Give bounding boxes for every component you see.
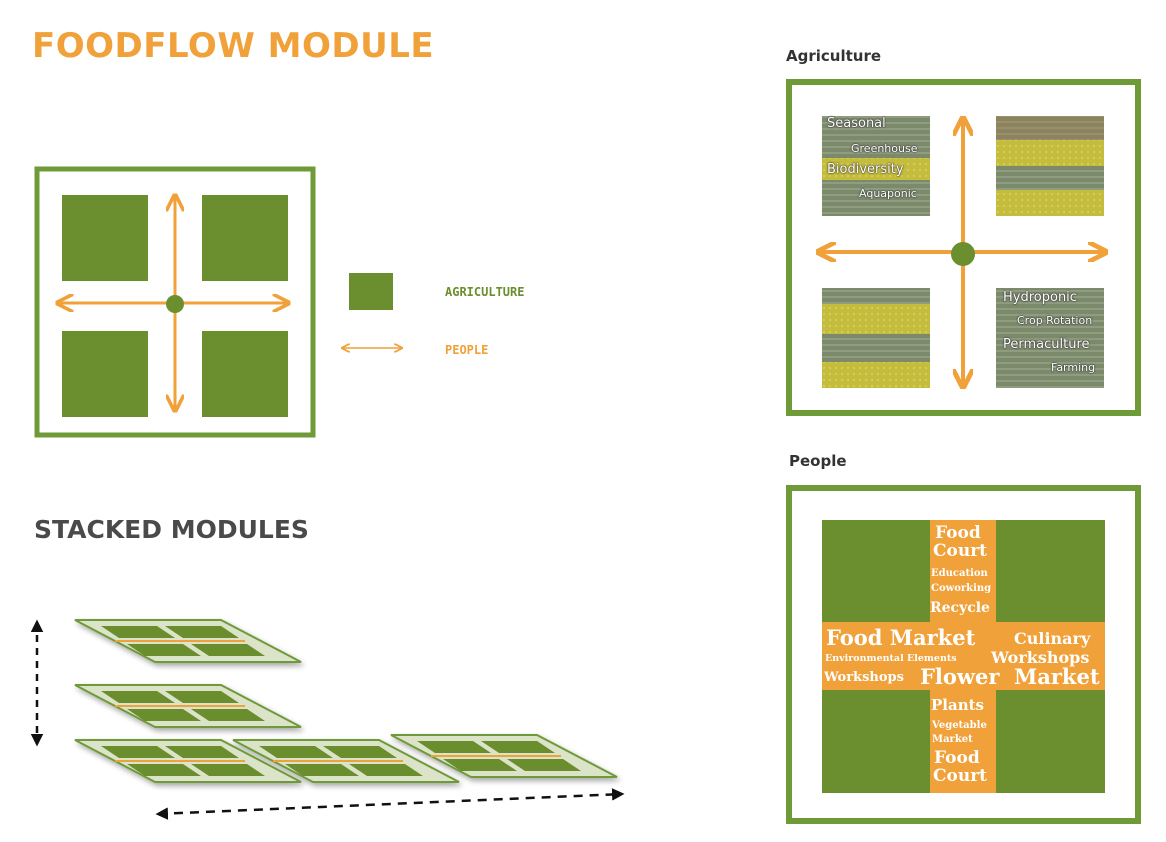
agri-tag: Biodiversity	[827, 162, 904, 177]
agri-tag: Permaculture	[1003, 337, 1090, 352]
agri-block	[202, 195, 288, 281]
people-word: Culinary	[1014, 629, 1091, 648]
agri-tag: Hydroponic	[1003, 290, 1077, 305]
agri-tag: Greenhouse	[851, 142, 918, 155]
legend-agriculture-swatch	[349, 273, 393, 310]
people-word: Education	[931, 568, 988, 579]
hub-node	[166, 295, 184, 313]
people-panel-label: People	[789, 452, 847, 470]
agri-block	[202, 331, 288, 417]
agri-block	[62, 195, 148, 281]
people-panel	[786, 485, 1141, 824]
people-word: Food Market	[826, 625, 976, 650]
main-title: FOODFLOW MODULE	[32, 26, 435, 66]
foodflow-module	[34, 166, 316, 438]
people-word: Market	[1014, 664, 1100, 689]
people-word: Coworking	[931, 583, 992, 594]
people-word: Workshops	[991, 648, 1090, 667]
people-word: Food	[935, 523, 981, 543]
agriculture-panel	[786, 79, 1141, 416]
agri-tag: Crop Rotation	[1017, 314, 1093, 327]
people-word: Flower	[920, 664, 1000, 689]
people-word: Plants	[931, 696, 984, 714]
agri-tag: Farming	[1051, 361, 1096, 374]
people-word: Environmental Elements	[825, 653, 957, 664]
legend-people-label: PEOPLE	[445, 343, 489, 357]
agriculture-panel-label: Agriculture	[786, 47, 882, 65]
people-word: Food	[934, 748, 980, 768]
people-word: Market	[932, 734, 973, 745]
people-word: Workshops	[824, 670, 904, 685]
people-word: Vegetable	[932, 720, 987, 731]
legend-agriculture-label: AGRICULTURE	[445, 285, 525, 299]
people-word: Recycle	[930, 600, 990, 616]
people-word: Court	[933, 541, 988, 561]
stacked-modules	[74, 619, 618, 783]
agri-tag: Aquaponic	[859, 187, 917, 200]
horizontal-stack-arrow	[155, 788, 625, 820]
agri-tag: Seasonal	[827, 116, 886, 131]
agri-block	[62, 331, 148, 417]
people-word: Court	[933, 766, 988, 786]
stacked-title: STACKED MODULES	[34, 515, 309, 544]
